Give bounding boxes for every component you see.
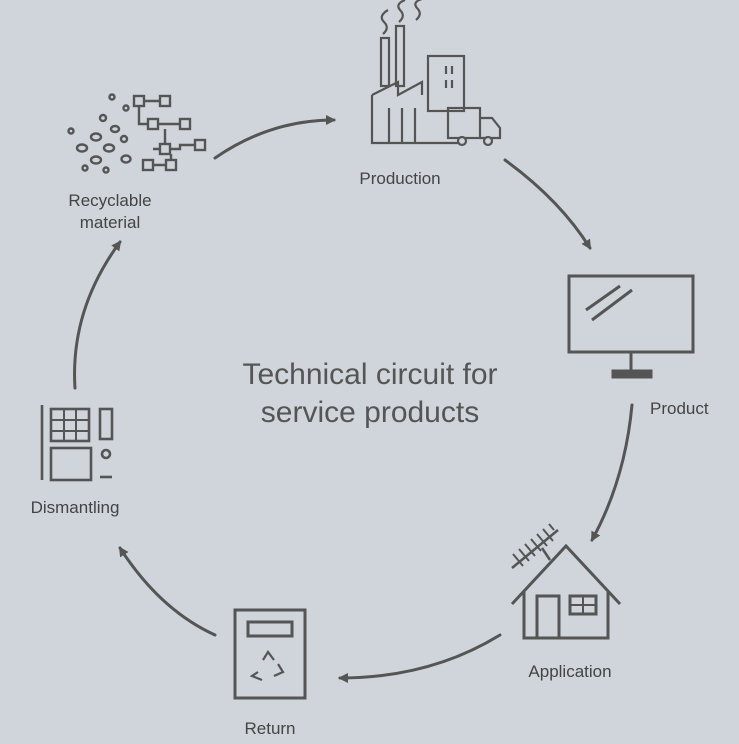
arrow-return-to-dismantling bbox=[118, 546, 217, 637]
factory-icon bbox=[370, 0, 502, 147]
monitor-icon bbox=[567, 274, 695, 379]
arrow-production-to-product bbox=[503, 158, 592, 250]
diagram-title-line2: service products bbox=[260, 396, 480, 429]
label-recyclable-line1: Recyclable bbox=[68, 191, 152, 210]
label-recyclable-line2: material bbox=[79, 213, 141, 232]
arrow-dismantling-to-recyclable bbox=[73, 240, 122, 390]
diagram-title-line1: Technical circuit for bbox=[242, 358, 498, 391]
dismantling-icon bbox=[40, 405, 114, 482]
recycle-bin-icon bbox=[233, 608, 307, 700]
diagram-title: Technical circuit for service products bbox=[170, 356, 570, 432]
cycle-arrows bbox=[73, 115, 634, 683]
arrow-recyclable-to-production bbox=[213, 115, 336, 160]
label-production: Production bbox=[359, 169, 441, 188]
recyclable-material-icon bbox=[67, 93, 207, 174]
label-application: Application bbox=[528, 662, 612, 681]
arrow-product-to-application bbox=[590, 403, 634, 542]
label-product: Product bbox=[650, 399, 709, 418]
arrow-application-to-return bbox=[338, 633, 502, 683]
label-dismantling: Dismantling bbox=[30, 498, 120, 517]
label-recyclable-material: Recyclable material bbox=[40, 190, 180, 234]
label-return: Return bbox=[244, 719, 296, 738]
house-icon bbox=[510, 523, 622, 640]
